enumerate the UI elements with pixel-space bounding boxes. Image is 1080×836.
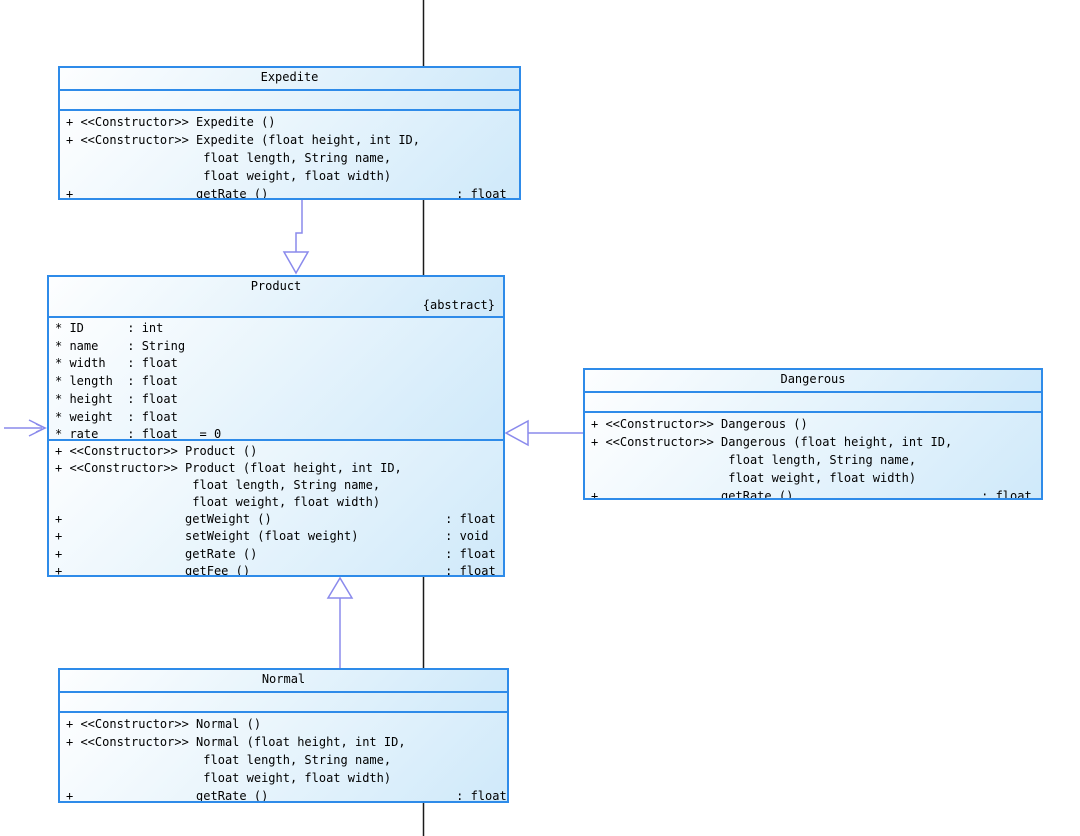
attribute-line: * height : float	[55, 391, 178, 406]
class-name: Dangerous	[780, 372, 846, 386]
generalization-dangerous-product[interactable]	[504, 419, 583, 447]
attributes-compartment	[60, 691, 507, 711]
operation-line: + <<Constructor>> Dangerous ()	[591, 417, 808, 431]
operation-line: float length, String name,	[66, 151, 392, 165]
operation-line: float length, String name,	[66, 753, 392, 767]
operations-compartment: + <<Constructor>> Dangerous () + <<Const…	[585, 411, 1041, 498]
generalization-arrowhead-icon	[504, 419, 529, 447]
attributes-compartment: * ID : int * name : String * width : flo…	[49, 316, 503, 439]
attribute-line: * rate : float = 0	[55, 427, 222, 439]
operation-line: + <<Constructor>> Expedite (float height…	[66, 133, 421, 147]
operation-line: float weight, float width)	[66, 771, 392, 785]
operation-line: + getFee () : float	[55, 563, 496, 575]
operations-compartment: + <<Constructor>> Normal () + <<Construc…	[60, 711, 507, 801]
operation-line: + getRate () : float	[66, 187, 507, 198]
association-arrow-product[interactable]	[4, 419, 47, 437]
operation-line: + <<Constructor>> Expedite ()	[66, 115, 276, 129]
class-box-dangerous[interactable]: Dangerous + <<Constructor>> Dangerous ()…	[583, 368, 1043, 500]
operation-line: + getRate () : float	[66, 789, 507, 801]
operation-line: + setWeight (float weight) : void	[55, 529, 489, 544]
operation-line: float length, String name,	[55, 478, 381, 493]
attribute-line: * length : float	[55, 374, 178, 389]
abstract-label: {abstract}	[422, 298, 495, 312]
operation-line: + <<Constructor>> Product ()	[55, 444, 258, 458]
class-name: Expedite	[260, 70, 319, 84]
operation-line: + <<Constructor>> Normal ()	[66, 717, 262, 731]
class-box-expedite[interactable]: Expedite + <<Constructor>> Expedite () +…	[58, 66, 521, 200]
generalization-arrowhead-icon	[282, 251, 310, 275]
attribute-line: * weight : float	[55, 409, 178, 424]
open-arrowhead-icon	[35, 423, 47, 433]
attribute-line: * ID : int	[55, 321, 164, 335]
class-name: Normal	[261, 672, 306, 686]
operation-line: float weight, float width)	[66, 169, 392, 183]
attributes-compartment	[585, 391, 1041, 411]
class-title-compartment: Dangerous	[585, 370, 1041, 391]
class-box-product[interactable]: Product {abstract} * ID : int * name : S…	[47, 275, 505, 577]
class-title-compartment: Expedite	[60, 68, 519, 89]
operation-line: + <<Constructor>> Product (float height,…	[55, 461, 402, 476]
operation-line: float weight, float width)	[591, 471, 917, 485]
operation-line: float weight, float width)	[55, 495, 381, 510]
class-box-normal[interactable]: Normal + <<Constructor>> Normal () + <<C…	[58, 668, 509, 803]
class-title-compartment: Product {abstract}	[49, 277, 503, 316]
attributes-compartment	[60, 89, 519, 109]
operation-line: + <<Constructor>> Normal (float height, …	[66, 735, 406, 749]
attribute-line: * width : float	[55, 356, 178, 371]
operation-line: + getWeight () : float	[55, 512, 496, 527]
class-title-compartment: Normal	[60, 670, 507, 691]
attribute-line: * name : String	[55, 338, 186, 353]
generalization-arrowhead-icon	[326, 576, 354, 599]
operation-line: float length, String name,	[591, 453, 917, 467]
generalization-expedite-product[interactable]	[282, 200, 310, 275]
class-name: Product	[250, 279, 302, 293]
operation-line: + <<Constructor>> Dangerous (float heigh…	[591, 435, 953, 449]
operation-line: + getRate () : float	[591, 489, 1032, 498]
operations-compartment: + <<Constructor>> Product () + <<Constru…	[49, 439, 503, 575]
generalization-normal-product[interactable]	[326, 576, 354, 668]
operations-compartment: + <<Constructor>> Expedite () + <<Constr…	[60, 109, 519, 198]
operation-line: + getRate () : float	[55, 546, 496, 561]
